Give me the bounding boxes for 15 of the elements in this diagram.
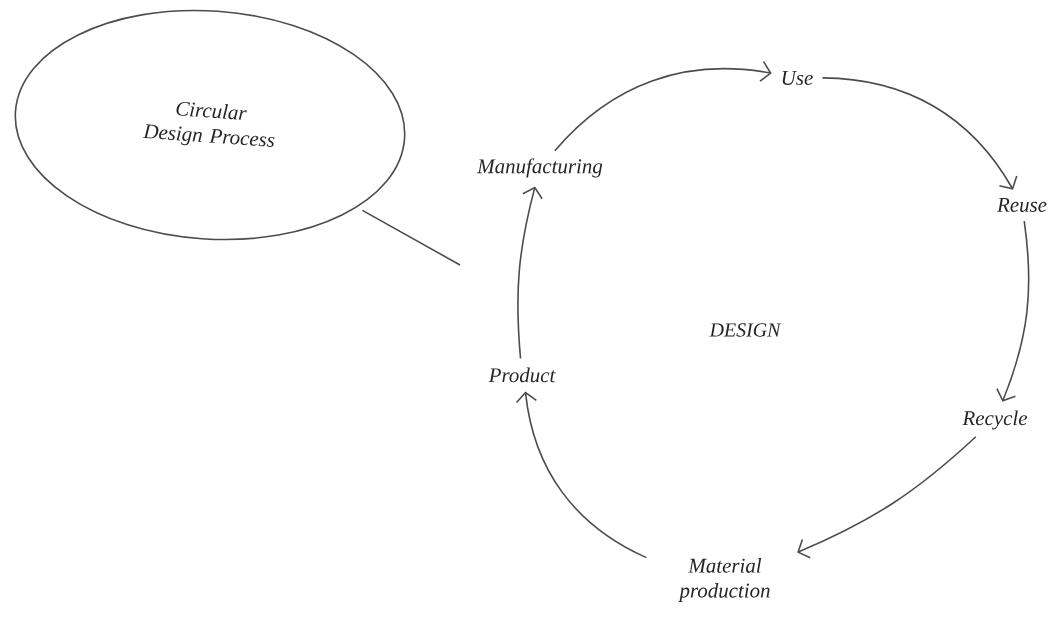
step-label: Reuse xyxy=(996,198,1047,212)
arrow xyxy=(517,186,543,360)
center-label: DESIGN xyxy=(709,323,782,337)
arrow xyxy=(554,60,772,152)
connector-line xyxy=(361,209,461,266)
arrow xyxy=(821,77,1018,190)
arrow xyxy=(996,220,1030,402)
ellipse-node: Circular Design Process xyxy=(14,9,406,241)
step-label: Manufacturing xyxy=(477,158,603,178)
arrow xyxy=(797,435,977,559)
step-label: Product xyxy=(488,367,556,383)
step-label: Material production xyxy=(678,558,770,602)
step-label: Recycle xyxy=(962,410,1028,430)
arrow xyxy=(515,391,648,559)
step-label: Use xyxy=(782,71,813,85)
